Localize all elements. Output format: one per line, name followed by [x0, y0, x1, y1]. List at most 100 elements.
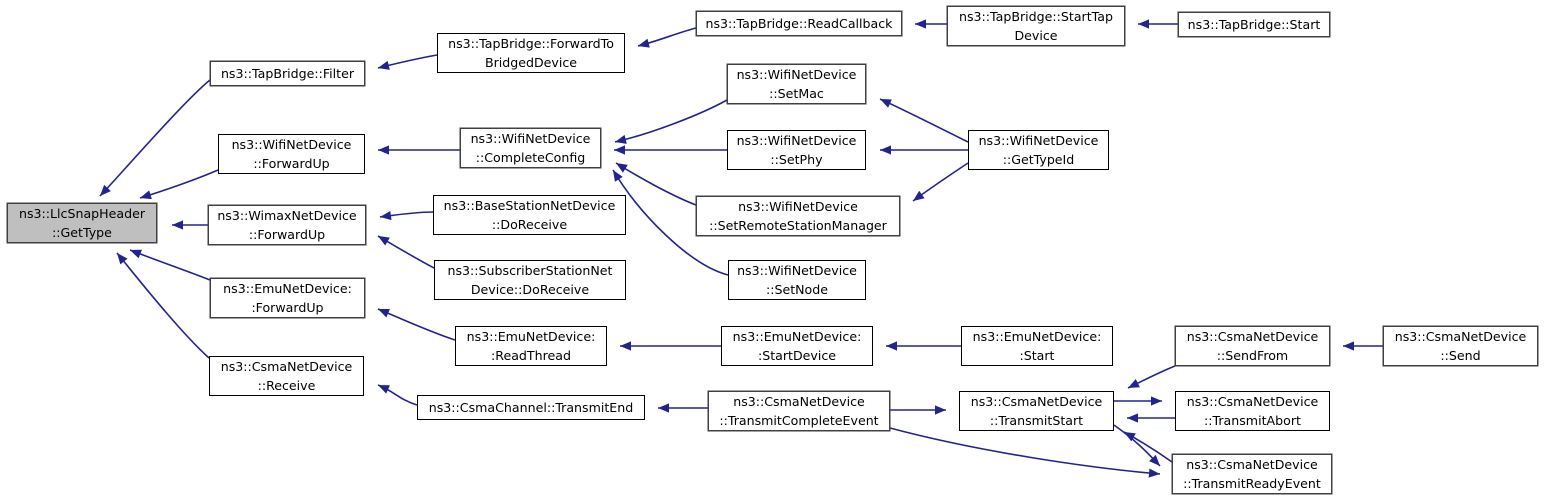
edge-transmitcomp-to-transmitstart: [890, 405, 946, 415]
node-basestation[interactable]: ns3::BaseStationNetDevice ::DoReceive: [433, 195, 626, 235]
node-wimaxforwardup[interactable]: ns3::WimaxNetDevice ::ForwardUp: [208, 205, 366, 245]
edge-transmitcomp-to-transmitready: [889, 427, 1161, 478]
node-readcallback[interactable]: ns3::TapBridge::ReadCallback: [696, 11, 902, 36]
edge-setmac-to-completeconfig: [614, 99, 728, 144]
node-label: ns3::EmuNetDevice: :StartDevice: [732, 329, 862, 363]
node-emustart[interactable]: ns3::EmuNetDevice: :StartDevice: [721, 326, 873, 366]
arrowhead: [378, 236, 390, 246]
node-csmareceive[interactable]: ns3::CsmaNetDevice ::Receive: [209, 356, 364, 396]
node-label: ns3::CsmaNetDevice ::TransmitReadyEvent: [1183, 457, 1321, 491]
node-label: ns3::TapBridge::Start: [1187, 17, 1321, 32]
node-sendfrom[interactable]: ns3::CsmaNetDevice ::SendFrom: [1175, 326, 1330, 366]
node-label: ns3::TapBridge::ReadCallback: [705, 16, 893, 31]
edge-wififorwardup-to-llcsnap: [139, 169, 219, 200]
edge-basestation-to-wimaxforwardup: [379, 210, 434, 221]
arrowhead: [1343, 341, 1354, 351]
node-label: ns3::SubscriberStationNet Device::DoRece…: [447, 263, 613, 297]
node-setphy[interactable]: ns3::WifiNetDevice ::SetPhy: [727, 130, 866, 170]
arrowhead: [378, 60, 390, 70]
arrowhead: [130, 249, 142, 259]
node-tapfilter[interactable]: ns3::TapBridge::Filter: [210, 61, 365, 86]
edge-readcallback-to-tapforward: [637, 27, 697, 48]
edge-setremote-to-completeconfig: [615, 162, 697, 206]
node-setnode[interactable]: ns3::WifiNetDevice ::SetNode: [728, 260, 866, 300]
node-setmac[interactable]: ns3::WifiNetDevice ::SetMac: [727, 64, 866, 104]
arrowhead: [880, 145, 891, 155]
edge-emustart2-to-emustart: [886, 341, 961, 351]
node-label: ns3::CsmaNetDevice ::Send: [1394, 329, 1527, 363]
arrowhead: [378, 145, 389, 155]
node-tapforward[interactable]: ns3::TapBridge::ForwardTo BridgedDevice: [437, 33, 625, 73]
node-transmitstart[interactable]: ns3::CsmaNetDevice ::TransmitStart: [959, 391, 1114, 431]
edge-transmitcomp-to-csmachannel: [658, 403, 708, 413]
edge-transmitstart-to-transmitabort: [1114, 396, 1162, 406]
node-label: ns3::CsmaNetDevice ::Receive: [220, 359, 353, 393]
edge-setnode-to-completeconfig: [612, 169, 729, 276]
node-label: ns3::BaseStationNetDevice ::DoReceive: [443, 198, 616, 232]
arrowhead: [378, 385, 390, 394]
arrowhead: [117, 253, 128, 265]
arrowhead: [935, 405, 946, 415]
node-csmachannel[interactable]: ns3::CsmaChannel::TransmitEnd: [417, 395, 645, 420]
edge-tapstart-to-starttapdev: [1138, 19, 1178, 29]
node-emuread[interactable]: ns3::EmuNetDevice: :ReadThread: [455, 326, 607, 366]
node-starttapdev[interactable]: ns3::TapBridge::StartTap Device: [947, 6, 1125, 46]
arrowhead: [1148, 468, 1160, 478]
node-substation[interactable]: ns3::SubscriberStationNet Device::DoRece…: [434, 260, 626, 300]
arrowhead: [616, 163, 628, 173]
arrowhead: [613, 170, 623, 182]
node-label: ns3::EmuNetDevice: :ReadThread: [466, 329, 596, 363]
node-label: ns3::WifiNetDevice ::ForwardUp: [231, 137, 352, 171]
node-setremote[interactable]: ns3::WifiNetDevice ::SetRemoteStationMan…: [696, 196, 900, 236]
node-completeconfig[interactable]: ns3::WifiNetDevice ::CompleteConfig: [460, 128, 601, 168]
edge-starttapdev-to-readcallback: [915, 19, 947, 29]
node-llcsnap[interactable]: ns3::LlcSnapHeader ::GetType: [7, 203, 157, 243]
edge-csmareceive-to-llcsnap: [116, 252, 210, 359]
edge-sendfrom-to-transmitstart: [1127, 365, 1176, 389]
node-wififorwardup[interactable]: ns3::WifiNetDevice ::ForwardUp: [218, 134, 365, 174]
arrowhead: [658, 403, 669, 413]
arrowhead: [378, 309, 390, 318]
node-label: ns3::WifiNetDevice ::SetPhy: [736, 133, 857, 167]
arrowhead: [100, 184, 111, 196]
arrowhead: [886, 341, 897, 351]
node-emustart2[interactable]: ns3::EmuNetDevice: :Start: [961, 326, 1113, 366]
edge-emuforwardup-to-llcsnap: [129, 249, 211, 281]
arrowhead: [880, 99, 892, 108]
edge-setphy-to-completeconfig: [614, 145, 727, 155]
node-label: ns3::WimaxNetDevice ::ForwardUp: [217, 208, 357, 242]
arrowhead: [1149, 454, 1160, 466]
edge-gettypeid-to-setmac: [879, 98, 969, 143]
node-gettypeid[interactable]: ns3::WifiNetDevice ::GetTypeId: [968, 130, 1109, 170]
node-label: ns3::TapBridge::StartTap Device: [959, 9, 1113, 43]
node-label: ns3::WifiNetDevice ::SetMac: [736, 67, 857, 101]
node-tapstart[interactable]: ns3::TapBridge::Start: [1178, 12, 1330, 37]
node-emuforwardup[interactable]: ns3::EmuNetDevice: :ForwardUp: [210, 278, 365, 318]
node-label: ns3::WifiNetDevice ::SetRemoteStationMan…: [709, 199, 887, 233]
edge-gettypeid-to-setremote: [912, 162, 969, 202]
arrowhead: [140, 190, 152, 200]
arrowhead: [1128, 378, 1140, 388]
edge-transmitstart-to-transmitready: [1113, 424, 1161, 467]
node-csmasend[interactable]: ns3::CsmaNetDevice ::Send: [1383, 326, 1538, 366]
arrowhead: [620, 341, 631, 351]
edge-csmasend-to-sendfrom: [1343, 341, 1383, 351]
edge-wimaxforwardup-to-llcsnap: [172, 220, 208, 230]
node-transmitready[interactable]: ns3::CsmaNetDevice ::TransmitReadyEvent: [1172, 454, 1332, 494]
edge-completeconfig-to-wififorwardup: [378, 145, 460, 155]
edge-substation-to-wimaxforwardup: [377, 235, 435, 269]
node-label: ns3::WifiNetDevice ::SetNode: [737, 263, 857, 297]
arrowhead: [615, 134, 627, 144]
node-transmitabort[interactable]: ns3::CsmaNetDevice ::TransmitAbort: [1175, 391, 1330, 431]
edge-tapforward-to-tapfilter: [377, 54, 438, 70]
arrowhead: [1127, 413, 1138, 423]
node-label: ns3::CsmaNetDevice ::TransmitAbort: [1186, 394, 1319, 428]
arrowhead: [172, 220, 183, 230]
edge-emustart-to-emuread: [620, 341, 721, 351]
arrowhead: [380, 210, 392, 221]
node-label: ns3::CsmaNetDevice ::TransmitStart: [970, 394, 1103, 428]
node-label: ns3::WifiNetDevice ::CompleteConfig: [470, 131, 591, 165]
node-transmitcomp[interactable]: ns3::CsmaNetDevice ::TransmitCompleteEve…: [708, 391, 890, 431]
node-label: ns3::TapBridge::Filter: [220, 66, 355, 81]
